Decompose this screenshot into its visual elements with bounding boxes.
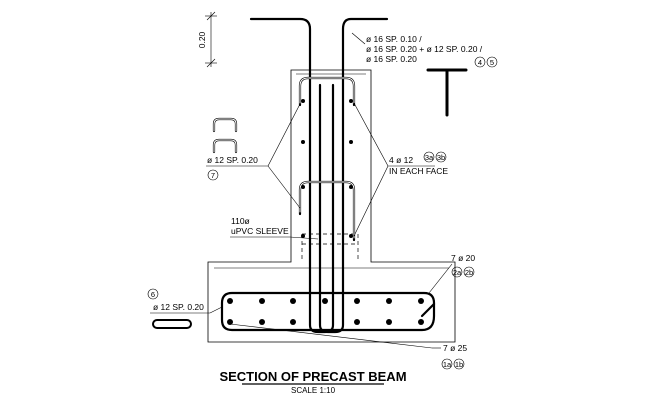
web-bars-line-3: ø 16 SP. 0.20 — [366, 54, 417, 64]
mark-2a: 2a — [453, 268, 462, 277]
mark-3b: 3b — [437, 153, 445, 162]
face-bars-note: 4 ø 12 3a 3b IN EACH FACE — [389, 151, 448, 176]
mark-2b: 2b — [465, 268, 473, 277]
dimension-0-20: 0.20 — [197, 11, 217, 68]
title-block: SECTION OF PRECAST BEAM SCALE 1:10 — [219, 369, 406, 395]
stirrup-label: ø 12 SP. 0.20 — [207, 155, 258, 165]
top-bars-note: 7 ø 20 2a 2b — [451, 253, 475, 278]
mark-3a: 3a — [425, 153, 434, 162]
concrete-outline — [207, 69, 456, 343]
sleeve-note: 110ø uPVC SLEEVE — [231, 216, 289, 236]
mark-4: 4 — [478, 58, 482, 67]
face-bars-line-2: IN EACH FACE — [389, 166, 448, 176]
mark-1b: 1b — [455, 360, 463, 369]
web-top-link — [298, 76, 356, 107]
sleeve-outline — [301, 233, 359, 262]
leader-lines — [150, 32, 453, 349]
bottom-bars-label: 7 ø 25 — [443, 343, 467, 353]
web-u-bars — [249, 17, 389, 334]
mark-7: 7 — [211, 171, 215, 180]
flange-bar-dots — [227, 298, 424, 325]
web-bottom-link — [298, 180, 356, 242]
mark-1a: 1a — [443, 360, 452, 369]
drawing-scale: SCALE 1:10 — [291, 386, 336, 395]
flange-stirrup — [220, 291, 436, 332]
sleeve-line-1: 110ø — [231, 216, 250, 226]
mark-5: 5 — [490, 58, 494, 67]
top-bars-label: 7 ø 20 — [451, 253, 475, 263]
web-bars-line-2: ø 16 SP. 0.20 + ø 12 SP. 0.20 / — [366, 44, 483, 54]
drawing-title: SECTION OF PRECAST BEAM — [219, 369, 406, 384]
stirrup-note: ø 12 SP. 0.20 7 — [207, 155, 258, 181]
face-bars-line-1: 4 ø 12 — [389, 155, 413, 165]
web-face-bar-dots — [301, 99, 353, 238]
web-bars-line-1: ø 16 SP. 0.10 / — [366, 34, 422, 44]
dimension-label: 0.20 — [197, 31, 207, 48]
flange-link-label: ø 12 SP. 0.20 — [153, 302, 204, 312]
t-bar-icon — [426, 68, 468, 117]
bottom-bars-note: 7 ø 25 1a 1b — [441, 343, 467, 370]
mark-6: 6 — [151, 290, 155, 299]
flange-link-icon — [152, 319, 192, 329]
stirrup-shape-icons — [212, 117, 238, 154]
web-bars-note: ø 16 SP. 0.10 / ø 16 SP. 0.20 + ø 12 SP.… — [366, 34, 498, 68]
sleeve-line-2: uPVC SLEEVE — [231, 226, 289, 236]
flange-link-note: 6 ø 12 SP. 0.20 — [147, 288, 204, 312]
